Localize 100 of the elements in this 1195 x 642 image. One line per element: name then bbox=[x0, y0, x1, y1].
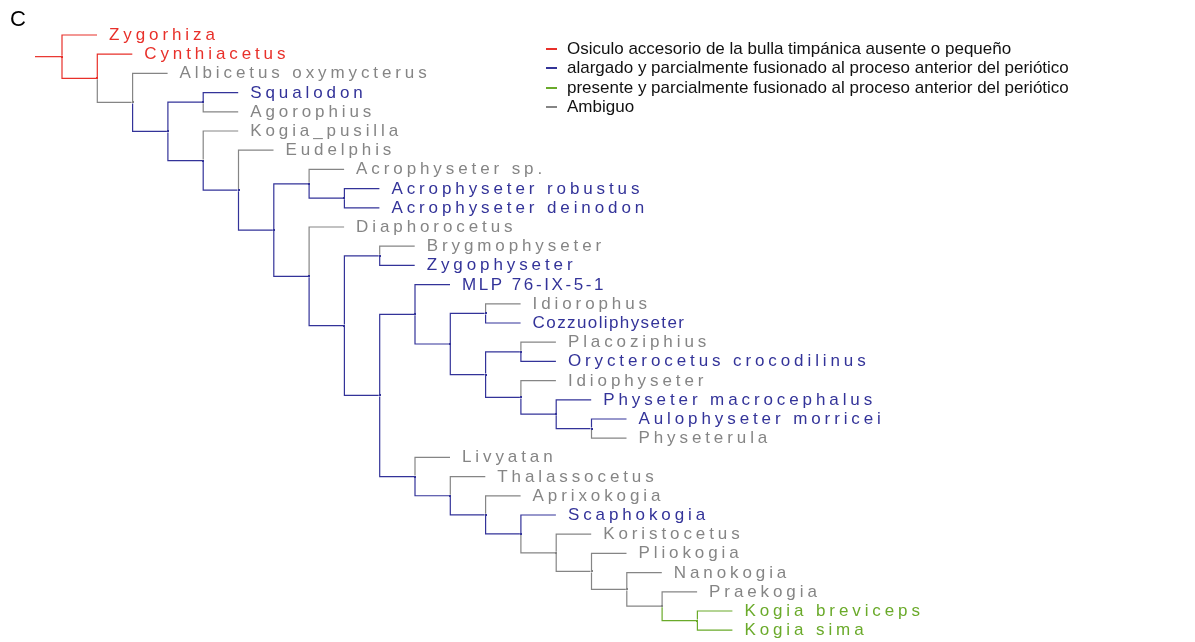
tree-branch bbox=[520, 514, 557, 534]
tree-branch bbox=[167, 131, 203, 162]
tree-branch bbox=[485, 313, 522, 324]
taxon-name: Physeter macrocephalus bbox=[591, 389, 877, 410]
taxon-name: Cozzuoliphyseter bbox=[520, 313, 686, 333]
branch-point bbox=[555, 551, 558, 554]
branch-point bbox=[661, 605, 664, 608]
legend-text: presente y parcialmente fusionado al proceso anterior del periótico bbox=[567, 77, 1069, 98]
branch-point bbox=[96, 77, 99, 80]
branch-point bbox=[131, 101, 134, 104]
taxon-name: Squalodon bbox=[238, 82, 367, 103]
legend-text: Osiculo accesorio de la bulla timpánica ausente o pequeño bbox=[567, 39, 1012, 59]
tree-branch bbox=[202, 160, 239, 191]
tree-branch bbox=[202, 92, 239, 102]
tree-branch bbox=[414, 456, 451, 477]
taxon-name: Zygorhiza bbox=[97, 25, 219, 45]
taxon-name: Kogia sima bbox=[732, 620, 868, 641]
tree-branch bbox=[308, 184, 344, 199]
branch-point bbox=[166, 130, 169, 133]
tree-branch bbox=[590, 429, 628, 439]
tree-branch bbox=[237, 149, 275, 190]
tree-branch bbox=[414, 476, 450, 497]
tree-branch bbox=[520, 341, 557, 352]
taxon-name: Thalassocetus bbox=[485, 466, 658, 487]
tree-branch bbox=[343, 188, 380, 198]
tree-branch bbox=[449, 344, 486, 376]
tree-branch bbox=[308, 226, 345, 276]
taxon-name: Scaphokogia bbox=[555, 505, 710, 525]
tree-branch bbox=[485, 515, 521, 535]
tree-branch bbox=[273, 230, 309, 277]
tree-branch bbox=[61, 34, 98, 57]
tree-branch bbox=[555, 399, 592, 414]
taxon-name: Idiophyseter bbox=[555, 370, 708, 391]
tree-branch bbox=[485, 351, 521, 375]
tree-branch bbox=[590, 552, 628, 571]
legend-text: Ambiguo bbox=[567, 96, 635, 117]
tree-branch bbox=[132, 102, 168, 132]
tree-branch bbox=[273, 183, 309, 230]
tree-branch bbox=[308, 276, 344, 327]
taxon-name: Brygmophyseter bbox=[414, 236, 606, 257]
branch-point bbox=[484, 513, 487, 516]
branch-point bbox=[449, 494, 452, 497]
taxon-name: Kogia_pusilla bbox=[238, 121, 403, 141]
tree-branch bbox=[485, 303, 522, 313]
taxon-name: Nanokogia bbox=[661, 562, 791, 583]
taxon-name: Kogia breviceps bbox=[732, 601, 924, 621]
tree-branch bbox=[449, 496, 486, 516]
branch-point bbox=[696, 619, 699, 622]
tree-branch bbox=[379, 256, 416, 266]
taxon-name: Praekogia bbox=[697, 581, 821, 602]
branch-point bbox=[590, 427, 593, 430]
taxon-name: Acrophyseter deinodon bbox=[379, 197, 649, 218]
tree-branch bbox=[132, 72, 169, 102]
tree-branch bbox=[626, 572, 663, 589]
tree-branch bbox=[520, 534, 556, 554]
tree-branch bbox=[590, 571, 627, 590]
branch-point bbox=[484, 312, 487, 315]
tree-branch bbox=[308, 168, 345, 184]
tree-branch bbox=[520, 380, 557, 397]
tree-branch bbox=[379, 313, 415, 396]
branch-point bbox=[519, 350, 522, 353]
taxon-name: Koristocetus bbox=[591, 524, 744, 545]
branch-point bbox=[484, 373, 487, 376]
branch-point bbox=[590, 570, 593, 573]
branch-point bbox=[343, 324, 346, 327]
tree-branch bbox=[343, 198, 380, 209]
tree-branch bbox=[343, 255, 380, 326]
tree-branch bbox=[626, 589, 662, 607]
branch-point bbox=[202, 159, 205, 162]
tree-branch bbox=[202, 102, 239, 113]
branch-point bbox=[519, 396, 522, 399]
tree-branch bbox=[449, 476, 486, 496]
tree-branch bbox=[414, 314, 450, 345]
tree-branch bbox=[485, 495, 522, 515]
tree-branch bbox=[343, 326, 380, 397]
tree-branch bbox=[61, 57, 97, 79]
tree-branch bbox=[555, 533, 592, 553]
taxon-name: Albicetus oxymycterus bbox=[167, 63, 431, 84]
tree-branch bbox=[202, 130, 239, 161]
tree-branch bbox=[555, 553, 592, 572]
tree-branch bbox=[555, 414, 592, 430]
tree-branch bbox=[96, 53, 133, 78]
branch-point bbox=[555, 413, 558, 416]
tree-branch bbox=[379, 395, 415, 478]
tree-branch bbox=[696, 621, 733, 631]
taxon-name: Eudelphis bbox=[273, 140, 396, 161]
tree-branch bbox=[661, 606, 697, 622]
legend-text: alargado y parcialmente fusionado al proceso anterior del periótico bbox=[567, 58, 1069, 79]
taxon-name: Agorophius bbox=[238, 101, 376, 122]
taxon-name: Pliokogia bbox=[626, 543, 743, 564]
branch-point bbox=[237, 189, 240, 192]
branch-point bbox=[378, 394, 381, 397]
branch-point bbox=[378, 254, 381, 257]
tree-branch bbox=[661, 591, 698, 606]
panel-letter: C bbox=[10, 6, 26, 32]
branch-point bbox=[308, 275, 311, 278]
taxon-name: Livyatan bbox=[450, 447, 557, 468]
branch-point bbox=[519, 532, 522, 535]
taxon-name: MLP 76-IX-5-1 bbox=[450, 274, 607, 295]
tree-branch bbox=[414, 284, 451, 314]
